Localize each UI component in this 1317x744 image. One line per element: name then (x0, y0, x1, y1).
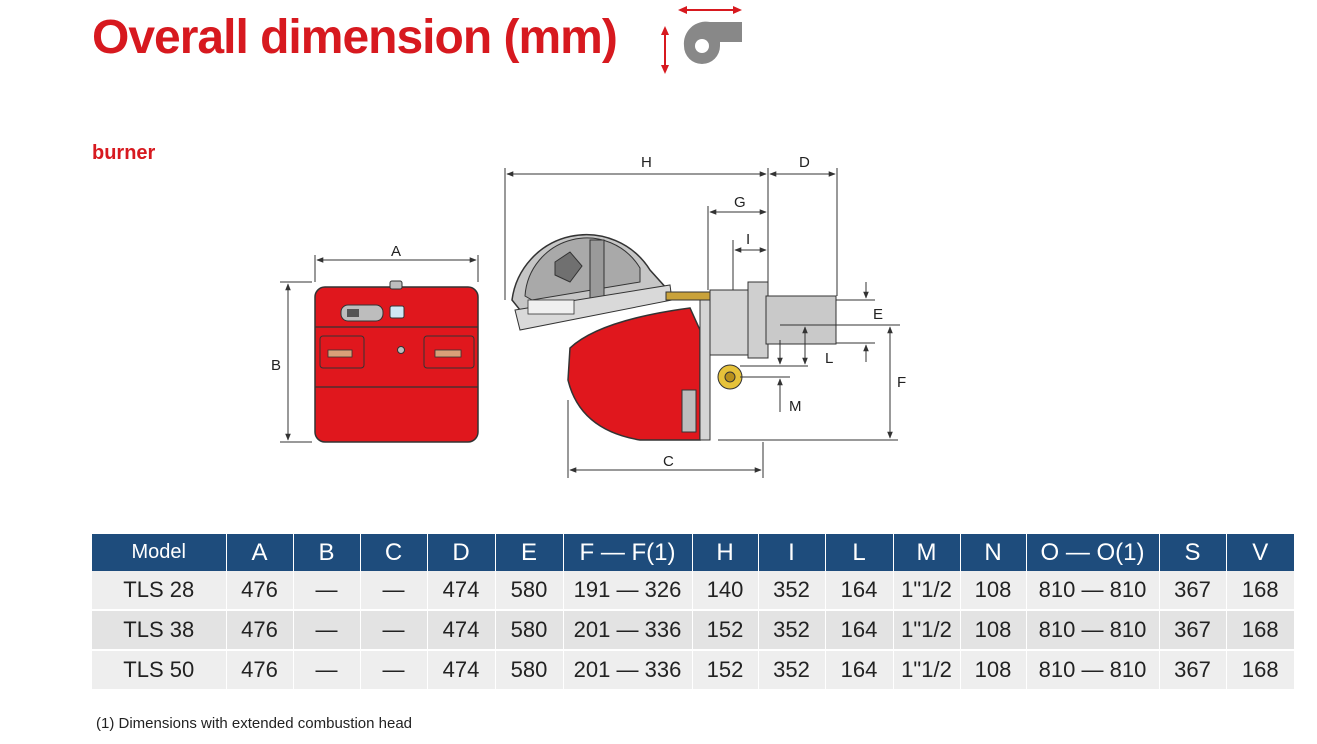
cell-c: — (360, 610, 428, 651)
table-row: TLS 50 476 — — 474 580 201 — 336 152 352… (92, 650, 1294, 691)
label-h: H (641, 154, 652, 171)
label-a: A (391, 243, 401, 260)
cell-e: 580 (495, 650, 564, 691)
dimension-lines (280, 168, 900, 478)
header-a: A (226, 534, 294, 571)
cell-i: 352 (758, 571, 826, 611)
table-row: TLS 38 476 — — 474 580 201 — 336 152 352… (92, 610, 1294, 651)
cell-d: 474 (427, 650, 496, 691)
header-f: F — F(1) (563, 534, 693, 571)
header-m: M (893, 534, 961, 571)
cell-o: 810 — 810 (1026, 610, 1160, 651)
section-title: burner (92, 142, 156, 164)
label-c: C (663, 453, 674, 470)
cell-l: 164 (825, 571, 894, 611)
cell-i: 352 (758, 650, 826, 691)
cell-f: 191 — 326 (563, 571, 693, 611)
cell-h: 152 (692, 650, 759, 691)
cell-m: 1"1/2 (893, 610, 961, 651)
cell-m: 1"1/2 (893, 571, 961, 611)
header-v: V (1226, 534, 1294, 571)
cell-n: 108 (960, 571, 1027, 611)
cell-e: 580 (495, 610, 564, 651)
header-h: H (692, 534, 759, 571)
cell-o: 810 — 810 (1026, 571, 1160, 611)
dimensions-table: Model A B C D E F — F(1) H I L M N O — O… (92, 534, 1294, 691)
cell-f: 201 — 336 (563, 650, 693, 691)
burner-drawing: A B H D G I E L F M C (271, 154, 906, 478)
label-e: E (873, 306, 883, 323)
cell-s: 367 (1159, 610, 1227, 651)
header-i: I (758, 534, 826, 571)
cell-l: 164 (825, 650, 894, 691)
cell-model: TLS 50 (92, 650, 227, 691)
cell-v: 168 (1226, 571, 1294, 611)
cell-d: 474 (427, 571, 496, 611)
cell-c: — (360, 650, 428, 691)
cell-a: 476 (226, 650, 294, 691)
cell-l: 164 (825, 610, 894, 651)
header-l: L (825, 534, 894, 571)
cell-model: TLS 38 (92, 610, 227, 651)
label-f: F (897, 374, 906, 391)
header-b: B (293, 534, 361, 571)
label-i: I (746, 231, 750, 248)
side-view (511, 233, 837, 441)
fan-housing-icon (661, 6, 742, 74)
cell-v: 168 (1226, 650, 1294, 691)
page-title: Overall dimension (mm) (92, 11, 618, 64)
cell-s: 367 (1159, 650, 1227, 691)
cell-n: 108 (960, 610, 1027, 651)
footnote: (1) Dimensions with extended combustion … (96, 715, 413, 732)
cell-b: — (293, 610, 361, 651)
cell-i: 352 (758, 610, 826, 651)
label-b: B (271, 357, 281, 374)
cell-s: 367 (1159, 571, 1227, 611)
cell-model: TLS 28 (92, 571, 227, 611)
cell-n: 108 (960, 650, 1027, 691)
cell-h: 152 (692, 610, 759, 651)
cell-c: — (360, 571, 428, 611)
dimension-arrows-icon (661, 6, 742, 74)
cell-b: — (293, 571, 361, 611)
header-n: N (960, 534, 1027, 571)
cell-v: 168 (1226, 610, 1294, 651)
cell-f: 201 — 336 (563, 610, 693, 651)
label-g: G (734, 194, 746, 211)
cell-o: 810 — 810 (1026, 650, 1160, 691)
cell-h: 140 (692, 571, 759, 611)
header-model: Model (92, 534, 227, 571)
cell-a: 476 (226, 571, 294, 611)
table-row: TLS 28 476 — — 474 580 191 — 326 140 352… (92, 571, 1294, 611)
dimension-labels: A B H D G I E L F M C (271, 154, 906, 470)
front-view (314, 280, 479, 443)
header-e: E (495, 534, 564, 571)
label-d: D (799, 154, 810, 171)
cell-m: 1"1/2 (893, 650, 961, 691)
table-header-row: Model A B C D E F — F(1) H I L M N O — O… (92, 534, 1294, 571)
label-l: L (825, 350, 833, 367)
header-c: C (360, 534, 428, 571)
label-m: M (789, 398, 802, 415)
header-s: S (1159, 534, 1227, 571)
cell-e: 580 (495, 571, 564, 611)
cell-d: 474 (427, 610, 496, 651)
cell-b: — (293, 650, 361, 691)
header-o: O — O(1) (1026, 534, 1160, 571)
header-d: D (427, 534, 496, 571)
cell-a: 476 (226, 610, 294, 651)
